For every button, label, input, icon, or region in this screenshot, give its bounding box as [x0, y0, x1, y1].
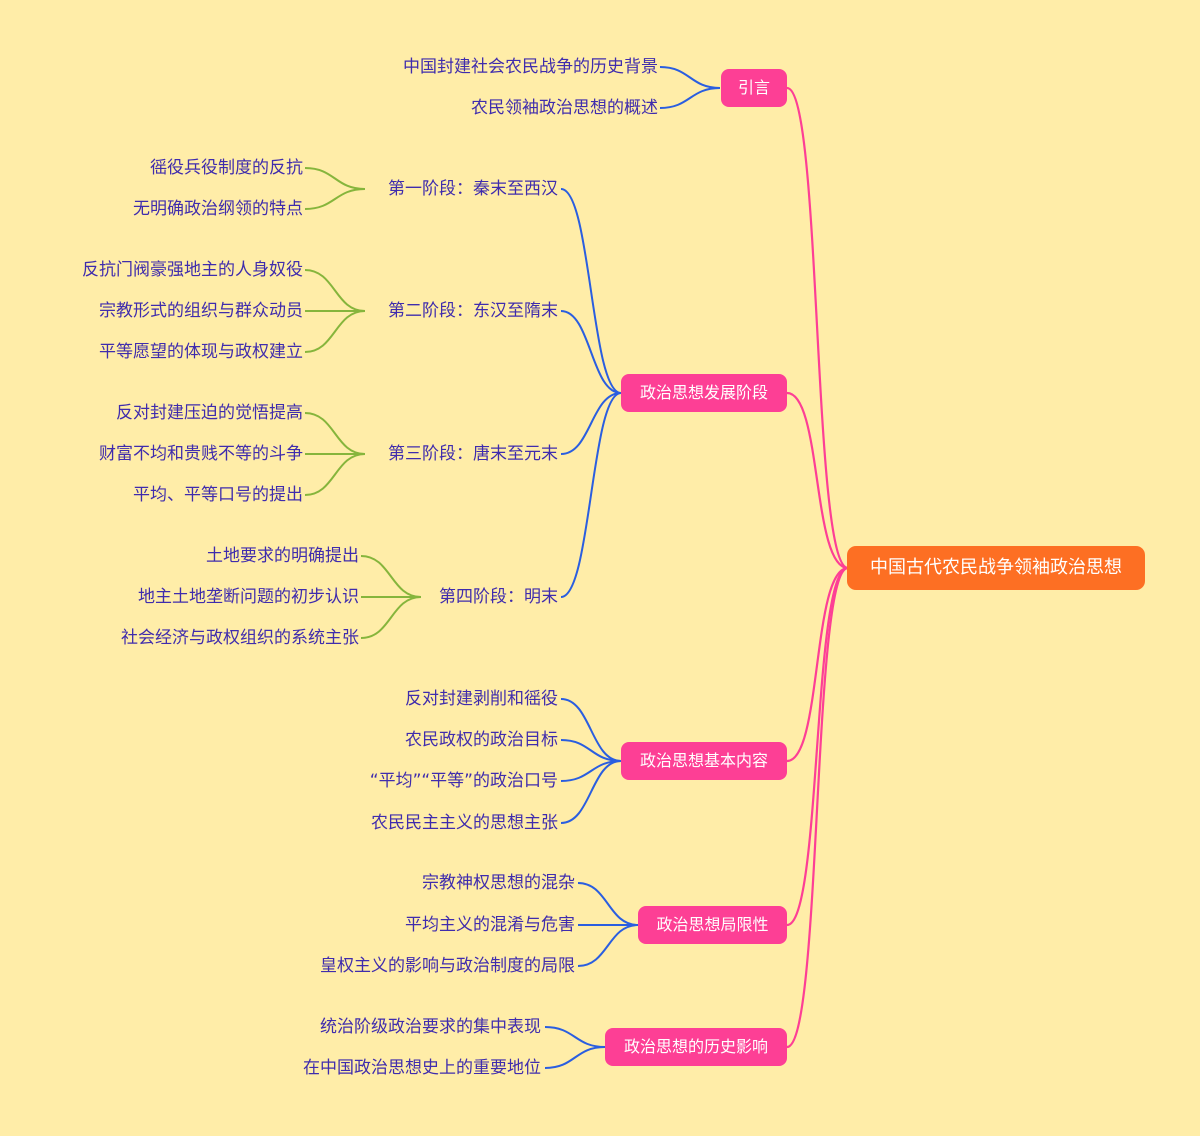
leaf-content-item3[interactable]: “平均”“平等”的政治口号 — [369, 771, 558, 791]
leaf-impact-item1[interactable]: 统治阶级政治要求的集中表现 — [320, 1017, 541, 1037]
leaf-content-item1[interactable]: 反对封建剥削和徭役 — [405, 689, 558, 709]
leaf-stage2-item3[interactable]: 平等愿望的体现与政权建立 — [99, 342, 303, 362]
leaf-limits-item1[interactable]: 宗教神权思想的混杂 — [422, 873, 575, 893]
link-stages-3 — [560, 392, 622, 455]
link-root-stages — [786, 391, 849, 570]
link-content-1 — [560, 698, 622, 762]
link-stage3-3 — [304, 453, 366, 496]
branch-intro[interactable]: 引言 — [721, 69, 787, 107]
leaf-stage2-item1[interactable]: 反抗门阀豪强地主的人身奴役 — [82, 260, 303, 280]
branch-limits[interactable]: 政治思想局限性 — [638, 906, 787, 944]
stage-1-label[interactable]: 第一阶段：秦末至西汉 — [388, 179, 558, 199]
link-root-limits — [786, 566, 849, 927]
link-impact-2 — [544, 1046, 606, 1069]
leaf-intro-background[interactable]: 中国封建社会农民战争的历史背景 — [403, 57, 658, 77]
leaf-stage3-item1[interactable]: 反对封建压迫的觉悟提高 — [116, 403, 303, 423]
link-stage4-1 — [360, 555, 422, 598]
link-content-4 — [560, 760, 622, 824]
link-stage3-1 — [304, 412, 366, 455]
link-stage1-2 — [304, 188, 366, 210]
link-intro-1 — [659, 66, 721, 89]
link-stage2-3 — [304, 310, 366, 353]
leaf-stage1-item1[interactable]: 徭役兵役制度的反抗 — [150, 158, 303, 178]
leaf-stage4-item2[interactable]: 地主土地垄断问题的初步认识 — [138, 587, 359, 607]
leaf-stage2-item2[interactable]: 宗教形式的组织与群众动员 — [99, 301, 303, 321]
stage-2-label[interactable]: 第二阶段：东汉至隋末 — [388, 301, 558, 321]
link-limits-3 — [577, 924, 639, 967]
link-stage4-3 — [360, 596, 422, 639]
link-stages-4 — [560, 392, 622, 598]
leaf-stage3-item3[interactable]: 平均、平等口号的提出 — [133, 485, 303, 505]
leaf-stage1-item2[interactable]: 无明确政治纲领的特点 — [133, 199, 303, 219]
link-root-content — [786, 566, 849, 763]
branch-content[interactable]: 政治思想基本内容 — [621, 742, 787, 780]
branch-impact[interactable]: 政治思想的历史影响 — [605, 1028, 787, 1066]
stage-3-label[interactable]: 第三阶段：唐末至元末 — [388, 444, 558, 464]
branch-stages[interactable]: 政治思想发展阶段 — [621, 374, 787, 412]
stage-4-label[interactable]: 第四阶段：明末 — [439, 587, 558, 607]
link-root-intro — [786, 86, 849, 570]
link-intro-2 — [659, 87, 721, 109]
link-stages-1 — [560, 188, 622, 394]
link-limits-1 — [577, 882, 639, 926]
leaf-intro-overview[interactable]: 农民领袖政治思想的概述 — [471, 98, 658, 118]
link-stage1-1 — [304, 167, 366, 190]
link-root-impact — [786, 566, 849, 1049]
leaf-impact-item2[interactable]: 在中国政治思想史上的重要地位 — [303, 1058, 541, 1078]
root-node[interactable]: 中国古代农民战争领袖政治思想 — [847, 546, 1145, 590]
leaf-stage4-item1[interactable]: 土地要求的明确提出 — [206, 546, 359, 566]
leaf-content-item4[interactable]: 农民民主主义的思想主张 — [371, 813, 558, 833]
leaf-stage3-item2[interactable]: 财富不均和贵贱不等的斗争 — [99, 444, 303, 464]
link-stage2-1 — [304, 269, 366, 312]
leaf-stage4-item3[interactable]: 社会经济与政权组织的系统主张 — [121, 628, 359, 648]
leaf-content-item2[interactable]: 农民政权的政治目标 — [405, 730, 558, 750]
link-content-2 — [560, 739, 622, 762]
leaf-limits-item3[interactable]: 皇权主义的影响与政治制度的局限 — [320, 956, 575, 976]
link-stages-2 — [560, 310, 622, 394]
link-impact-1 — [544, 1026, 606, 1048]
leaf-limits-item2[interactable]: 平均主义的混淆与危害 — [405, 915, 575, 935]
